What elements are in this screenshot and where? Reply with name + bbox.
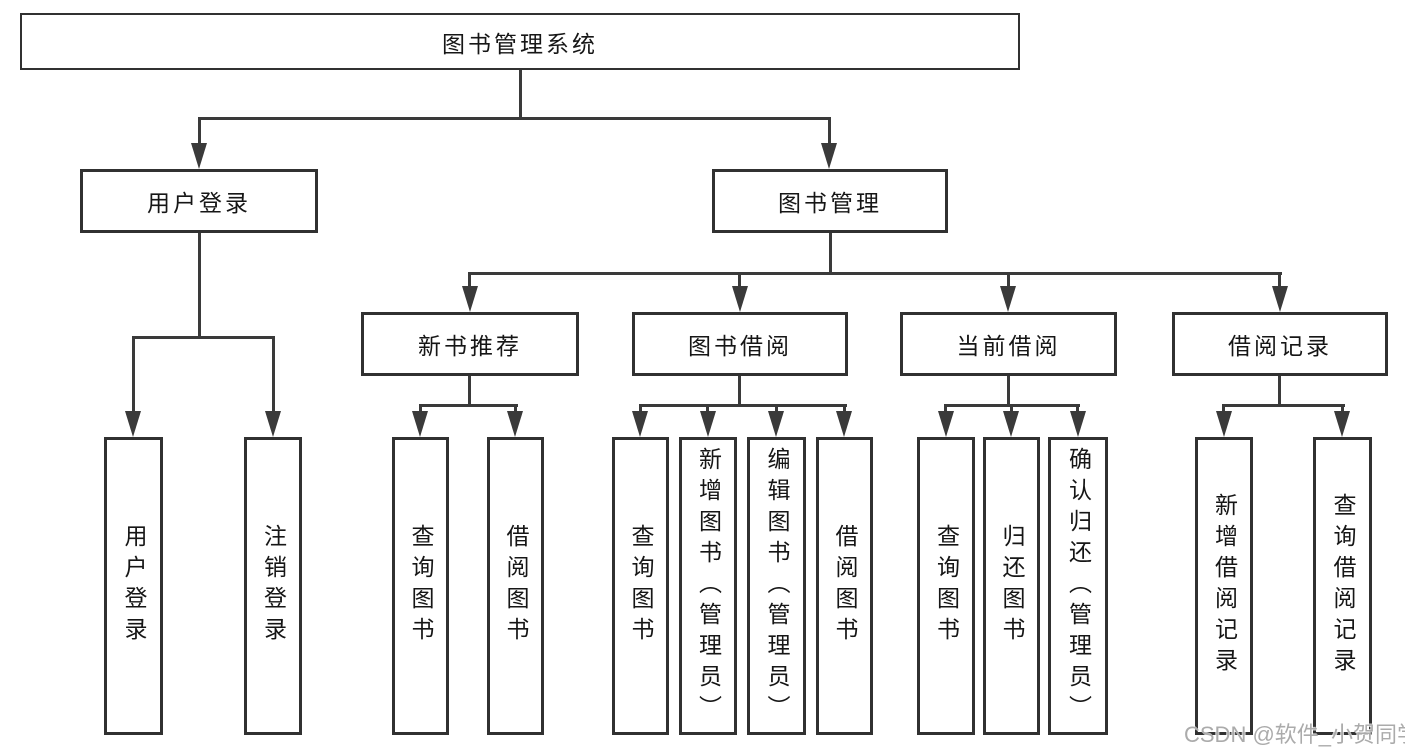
connector-book-management-stem	[829, 233, 832, 274]
node-query-books-recommend-label: 查询图书	[408, 524, 434, 648]
connector-book-borrow-branch	[639, 404, 847, 407]
arrow-down-icon	[938, 411, 954, 437]
connector-leaf-drop	[1076, 404, 1079, 414]
arrow-down-icon	[768, 411, 784, 437]
node-new-book-recommend: 新书推荐	[361, 312, 579, 376]
connector-user-login-stem	[198, 233, 201, 338]
connector-to-new-book-recommend	[468, 272, 471, 288]
node-query-books-borrow-label: 查询图书	[628, 524, 654, 648]
node-return-book: 归还图书	[983, 437, 1040, 735]
node-borrow-books-borrow-label: 借阅图书	[832, 524, 858, 648]
node-user-login-leaf: 用户登录	[104, 437, 163, 735]
connector-leaf-drop	[1010, 404, 1013, 414]
node-book-borrow-label: 图书借阅	[688, 333, 792, 359]
node-current-borrow: 当前借阅	[900, 312, 1117, 376]
arrow-down-icon	[632, 411, 648, 437]
connector-leaf-drop	[514, 404, 517, 414]
node-add-borrow-record: 新增借阅记录	[1195, 437, 1253, 735]
connector-borrow-records-stem	[1278, 376, 1281, 406]
node-edit-book-admin: 编辑图书（管理员）	[747, 437, 806, 735]
connector-borrow-records-branch	[1222, 404, 1345, 407]
node-query-borrow-record: 查询借阅记录	[1313, 437, 1372, 735]
connector-leaf-drop	[639, 404, 642, 414]
arrow-down-icon	[412, 411, 428, 437]
connector-to-user-login-leaf	[132, 336, 135, 414]
arrow-down-icon	[836, 411, 852, 437]
connector-to-borrow-records	[1278, 272, 1281, 288]
arrow-down-icon	[1000, 286, 1016, 312]
arrow-down-icon	[1003, 411, 1019, 437]
arrow-down-icon	[265, 411, 281, 437]
node-query-borrow-record-label: 查询借阅记录	[1330, 493, 1356, 679]
arrow-down-icon	[191, 143, 207, 169]
arrow-down-icon	[1334, 411, 1350, 437]
arrow-down-icon	[700, 411, 716, 437]
connector-to-book-borrow	[738, 272, 741, 288]
node-root-label: 图书管理系统	[442, 30, 598, 57]
connector-to-logout-leaf	[272, 336, 275, 414]
node-borrow-books-recommend: 借阅图书	[487, 437, 544, 735]
arrow-down-icon	[462, 286, 478, 312]
connector-user-login-branch	[132, 336, 275, 339]
connector-to-current-borrow	[1007, 272, 1010, 288]
connector-leaf-drop	[706, 404, 709, 414]
node-new-book-recommend-label: 新书推荐	[418, 333, 522, 359]
connector-leaf-drop	[419, 404, 422, 414]
arrow-down-icon	[1272, 286, 1288, 312]
node-logout: 注销登录	[244, 437, 302, 735]
connector-leaf-drop	[944, 404, 947, 414]
connector-leaf-drop	[843, 404, 846, 414]
connector-new-book-recommend-stem	[468, 376, 471, 406]
connector-book-management-branch	[468, 272, 1282, 275]
arrow-down-icon	[732, 286, 748, 312]
node-edit-book-admin-label: 编辑图书（管理员）	[764, 446, 790, 726]
arrow-down-icon	[125, 411, 141, 437]
node-user-login: 用户登录	[80, 169, 318, 233]
node-borrow-books-borrow: 借阅图书	[816, 437, 873, 735]
node-return-book-label: 归还图书	[999, 524, 1025, 648]
watermark: CSDN @软件_小贺同学	[1184, 722, 1405, 747]
arrow-down-icon	[1216, 411, 1232, 437]
arrow-down-icon	[1070, 411, 1086, 437]
node-root: 图书管理系统	[20, 13, 1020, 70]
node-add-borrow-record-label: 新增借阅记录	[1211, 493, 1238, 679]
node-confirm-return-admin: 确认归还（管理员）	[1048, 437, 1108, 735]
node-confirm-return-admin-label: 确认归还（管理员）	[1065, 446, 1092, 726]
node-query-books-recommend: 查询图书	[392, 437, 449, 735]
node-book-management: 图书管理	[712, 169, 948, 233]
node-book-borrow: 图书借阅	[632, 312, 848, 376]
connector-to-user-login	[198, 117, 201, 145]
connector-current-borrow-stem	[1007, 376, 1010, 406]
node-borrow-books-recommend-label: 借阅图书	[503, 524, 529, 648]
connector-new-book-recommend-branch	[419, 404, 518, 407]
connector-leaf-drop	[1222, 404, 1225, 414]
node-borrow-records: 借阅记录	[1172, 312, 1388, 376]
node-current-borrow-label: 当前借阅	[956, 333, 1061, 359]
node-add-book-admin: 新增图书（管理员）	[679, 437, 737, 735]
node-query-books-current-label: 查询图书	[933, 524, 960, 648]
connector-leaf-drop	[1341, 404, 1344, 414]
connector-root-branch	[198, 117, 831, 120]
node-query-books-borrow: 查询图书	[612, 437, 669, 735]
node-user-login-leaf-label: 用户登录	[121, 524, 147, 648]
arrow-down-icon	[507, 411, 523, 437]
connector-to-book-management	[828, 117, 831, 145]
node-add-book-admin-label: 新增图书（管理员）	[695, 446, 722, 726]
connector-leaf-drop	[775, 404, 778, 414]
connector-root-stem	[519, 70, 522, 118]
arrow-down-icon	[821, 143, 837, 169]
node-query-books-current: 查询图书	[917, 437, 975, 735]
node-user-login-label: 用户登录	[147, 190, 251, 216]
node-logout-label: 注销登录	[260, 524, 287, 648]
node-borrow-records-label: 借阅记录	[1228, 333, 1332, 359]
node-book-management-label: 图书管理	[778, 190, 882, 216]
connector-book-borrow-stem	[738, 376, 741, 406]
